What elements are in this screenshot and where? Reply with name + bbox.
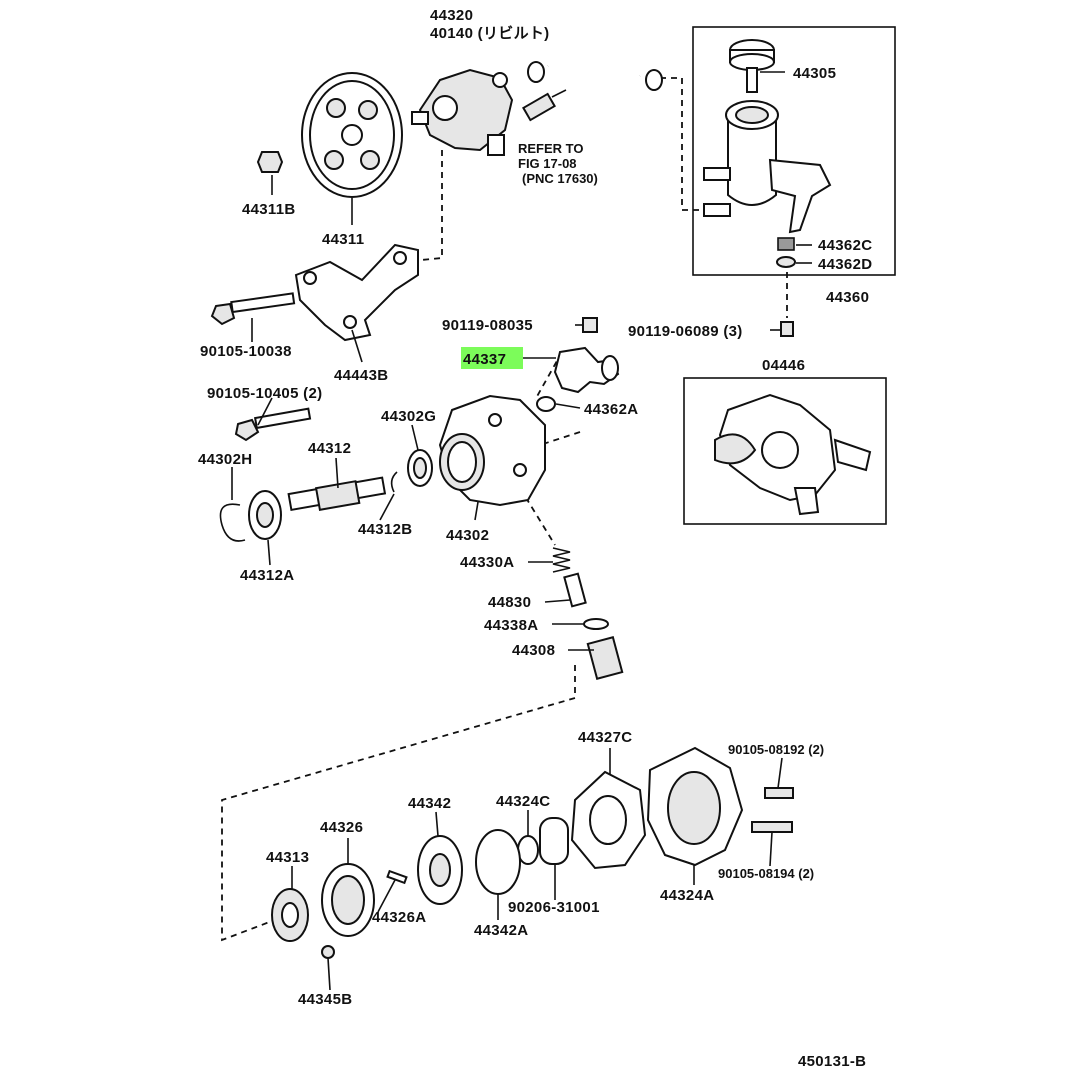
oil-seal [407, 449, 433, 487]
label-44302g[interactable]: 44302G [381, 408, 436, 425]
label-44338a[interactable]: 44338A [484, 617, 538, 634]
pump-kit-parts [714, 393, 872, 516]
reservoir-tank [703, 100, 832, 234]
dowel-pin [386, 869, 408, 885]
part-labels: 44320 40140 (リビルト) 44305 44311B 44311 RE… [198, 7, 872, 1070]
union-fitting [586, 636, 624, 680]
highlight-marker [461, 347, 523, 369]
gasket-seal [539, 817, 569, 865]
reservoir-grommets [776, 237, 796, 268]
label-44302h[interactable]: 44302H [198, 451, 252, 468]
label-44326a[interactable]: 44326A [372, 909, 426, 926]
rear-housing [646, 746, 744, 867]
label-44362c[interactable]: 44362C [818, 237, 872, 254]
rotor [271, 888, 309, 942]
pump-housing [438, 394, 546, 507]
flow-control-spring [552, 547, 571, 573]
label-44324c[interactable]: 44324C [496, 793, 550, 810]
pressure-switch [522, 89, 567, 122]
large-o-ring [475, 829, 521, 895]
suction-port-union [553, 346, 620, 394]
label-44342[interactable]: 44342 [408, 795, 451, 812]
pressure-plate [417, 835, 463, 905]
return-hose [527, 58, 663, 98]
page-code: 450131-B [798, 1053, 866, 1070]
label-44313[interactable]: 44313 [266, 849, 309, 866]
label-44360[interactable]: 44360 [826, 289, 869, 306]
label-44311[interactable]: 44311 [322, 231, 364, 248]
label-44326[interactable]: 44326 [320, 819, 363, 836]
union-bolt-small [582, 317, 598, 333]
label-44308[interactable]: 44308 [512, 642, 555, 659]
label-40140[interactable]: 40140 (リビルト) [430, 25, 549, 42]
label-44830[interactable]: 44830 [488, 594, 531, 611]
pump-mount-bolt [234, 407, 312, 442]
label-44327c[interactable]: 44327C [578, 729, 632, 746]
label-44345b[interactable]: 44345B [298, 991, 352, 1008]
label-44443b[interactable]: 44443B [334, 367, 388, 384]
label-44312b[interactable]: 44312B [358, 521, 412, 538]
pulley [301, 72, 403, 198]
bearing-snap-ring [219, 503, 246, 542]
label-90119-08035[interactable]: 90119-08035 [442, 317, 533, 334]
valve-o-ring [583, 618, 609, 630]
reservoir-bolt [780, 321, 794, 337]
flow-control-valve [563, 572, 587, 608]
refer-note-line2: FIG 17-08 [518, 156, 577, 171]
refer-note-line1: REFER TO [518, 141, 584, 156]
reservoir-kit-frame [692, 26, 896, 276]
label-90105-10038[interactable]: 90105-10038 [200, 343, 292, 360]
label-90119-06089[interactable]: 90119-06089 (3) [628, 323, 743, 340]
label-44311b[interactable]: 44311B [242, 201, 296, 218]
label-90105-08194[interactable]: 90105-08194 (2) [718, 866, 814, 881]
union-o-ring [536, 396, 556, 412]
label-04446[interactable]: 04446 [762, 357, 805, 374]
refer-note-line3: (PNC 17630) [522, 171, 598, 186]
label-44302[interactable]: 44302 [446, 527, 489, 544]
pump-bracket [294, 243, 419, 342]
rear-gasket [570, 770, 647, 870]
bracket-bolt [210, 292, 296, 326]
pump-kit-frame [683, 377, 887, 525]
pulley-nut [256, 151, 284, 173]
label-44342a[interactable]: 44342A [474, 922, 528, 939]
label-44337[interactable]: 44337 [463, 351, 506, 368]
label-44305[interactable]: 44305 [793, 65, 836, 82]
label-44362d[interactable]: 44362D [818, 256, 872, 273]
pump-assembly-top [411, 68, 514, 156]
label-90105-08192[interactable]: 90105-08192 (2) [728, 742, 824, 757]
pump-shaft [287, 476, 387, 512]
label-44324a[interactable]: 44324A [660, 887, 714, 904]
reservoir-cap [729, 39, 775, 93]
label-44312[interactable]: 44312 [308, 440, 351, 457]
cam-ring [321, 863, 375, 937]
small-o-ring [517, 835, 539, 865]
shaft-bearing [248, 490, 282, 540]
label-44312a[interactable]: 44312A [240, 567, 294, 584]
label-90105-10405[interactable]: 90105-10405 (2) [207, 385, 322, 402]
leader-lines [231, 71, 812, 991]
label-44362a[interactable]: 44362A [584, 401, 638, 418]
shaft-snap-ring [390, 471, 398, 493]
cover-bolts [751, 787, 794, 833]
rotor-snap-ring [321, 945, 335, 959]
label-44330a[interactable]: 44330A [460, 554, 514, 571]
label-44320[interactable]: 44320 [430, 7, 473, 24]
label-90206-31001[interactable]: 90206-31001 [508, 899, 600, 916]
